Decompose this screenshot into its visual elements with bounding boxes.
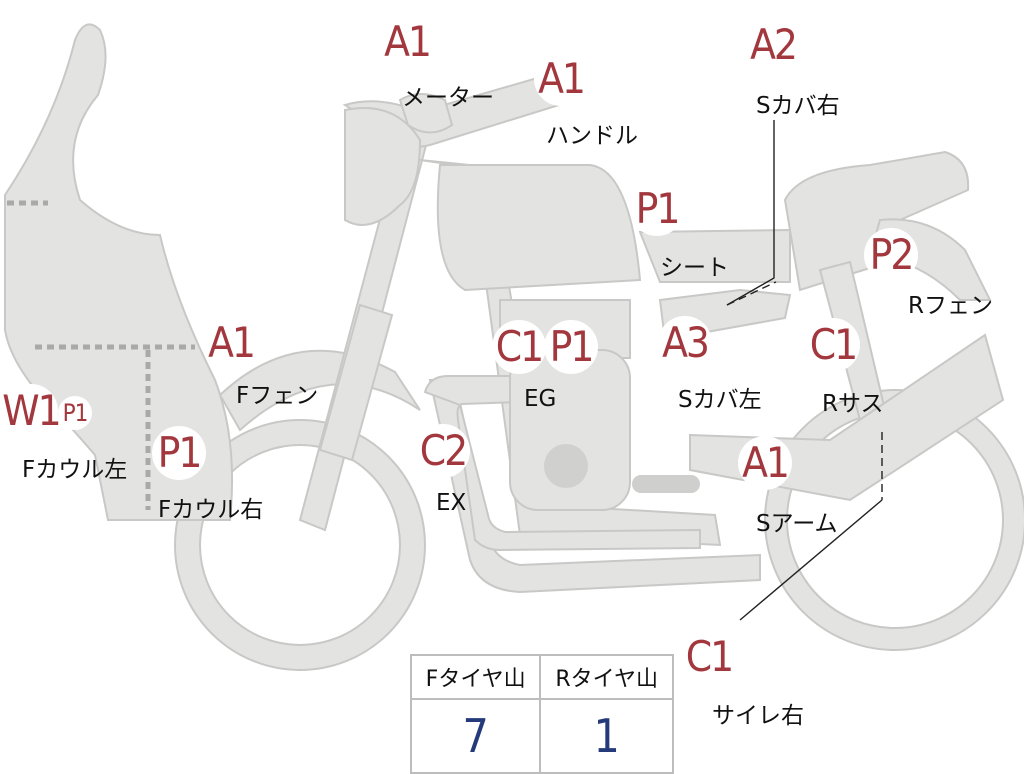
rear-tire-header: Rタイヤ山	[539, 654, 674, 700]
part-label-side-cover-left: Sカバ左	[678, 387, 762, 413]
grade-badge-front-cowl-left-1: W1	[2, 384, 62, 438]
grade-badge-rear-suspension: C1	[806, 318, 860, 372]
rear-tire-value: 1	[539, 698, 674, 774]
grade-badge-engine-2: P1	[544, 320, 598, 374]
footpeg	[632, 475, 700, 493]
front-tire-header: Fタイヤ山	[409, 654, 542, 700]
part-label-silencer-right: サイレ右	[712, 703, 804, 729]
grade-badge-side-cover-right: A2	[746, 18, 800, 72]
grade-badge-swing-arm: A1	[738, 436, 792, 490]
grade-badge-front-fender: A1	[204, 316, 258, 370]
grade-badge-seat: P1	[630, 182, 684, 236]
part-label-seat: シート	[660, 255, 729, 281]
fuel-tank-shape	[436, 164, 642, 292]
grade-badge-silencer-right: C1	[682, 630, 736, 684]
grade-badge-side-cover-left: A3	[658, 316, 712, 370]
headlight-shape	[344, 107, 422, 226]
engine-cover	[544, 444, 588, 488]
part-label-handle: ハンドル	[546, 123, 638, 149]
part-label-front-cowl-right: Fカウル右	[158, 497, 264, 523]
front-wheel-hub	[199, 444, 401, 646]
seat-shape	[638, 228, 791, 283]
part-label-front-cowl-left: Fカウル左	[22, 457, 128, 483]
tire-tread-table: Fタイヤ山 Rタイヤ山 7 1	[409, 654, 674, 774]
part-label-side-cover-right: Sカバ右	[756, 93, 840, 119]
fork-sleeve	[318, 303, 394, 462]
grade-badge-front-cowl-left-2: P1	[58, 396, 92, 430]
silencer-right-leader	[739, 499, 883, 621]
part-label-meter: メーター	[402, 85, 494, 111]
exhaust-shape	[423, 374, 701, 552]
part-label-front-fender: Fフェン	[236, 383, 319, 409]
grade-badge-exhaust: C2	[416, 424, 470, 478]
grade-badge-handle: A1	[534, 52, 588, 106]
part-label-exhaust: EX	[436, 490, 467, 516]
grade-badge-rear-fender: P2	[864, 228, 918, 282]
front-tire-value: 7	[409, 698, 542, 774]
tail-shape	[783, 150, 970, 292]
grade-badge-engine-1: C1	[492, 320, 546, 374]
part-label-engine: EG	[524, 386, 557, 412]
side-cover-right-leader-dash	[726, 281, 777, 306]
side-cover-right-leader	[726, 120, 775, 306]
part-label-rear-fender: Rフェン	[908, 293, 993, 319]
part-label-rear-suspension: Rサス	[822, 391, 884, 417]
part-label-swing-arm: Sアーム	[756, 511, 838, 537]
grade-badge-meter: A1	[380, 15, 434, 69]
meter-shape	[398, 93, 454, 134]
grade-badge-front-cowl-right: P1	[152, 426, 206, 480]
